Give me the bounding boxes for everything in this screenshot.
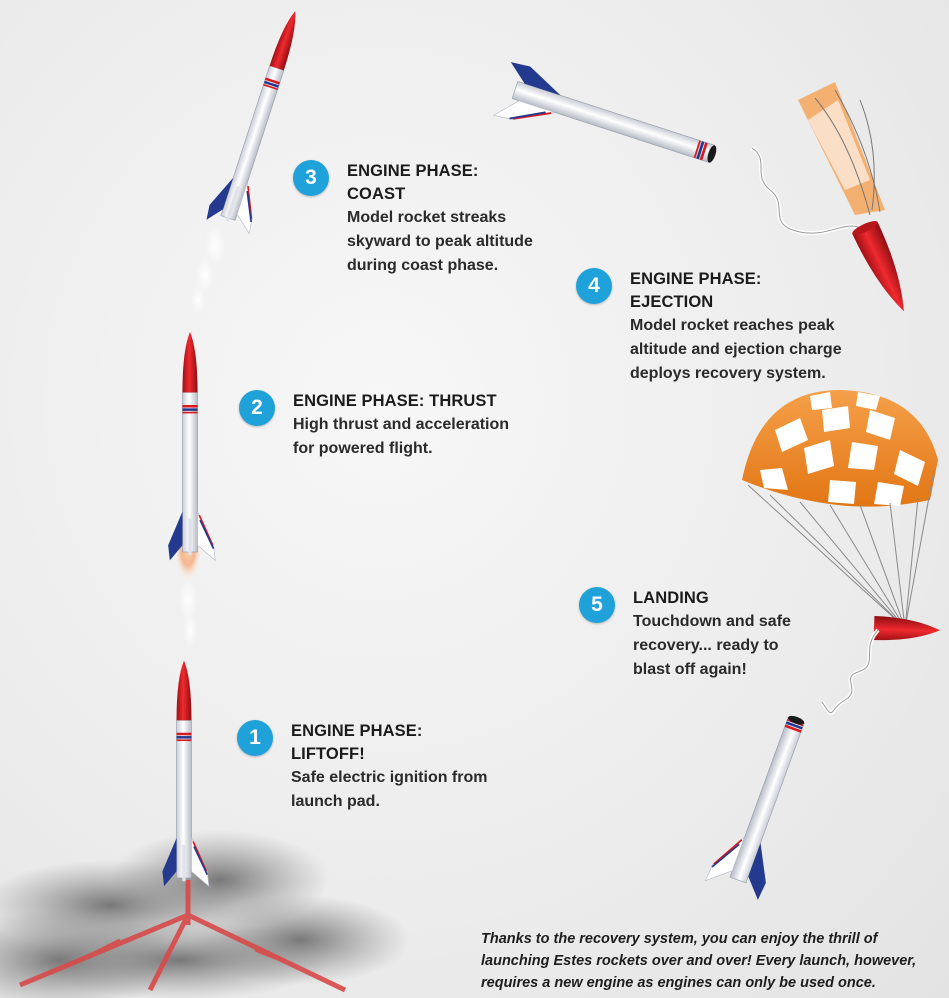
step-1-badge: 1 [237, 720, 273, 756]
step-1-line-1: Safe electric ignition from [291, 766, 487, 790]
shock-cord-landing [822, 630, 878, 713]
step-1-title: ENGINE PHASE: LIFTOFF! [291, 720, 487, 766]
footer-line-1: Thanks to the recovery system, you can e… [481, 928, 941, 950]
step-2-title: ENGINE PHASE: THRUST [293, 390, 509, 413]
step-1-description: Safe electric ignition from launch pad. [291, 766, 487, 814]
nose-cone-landing [874, 616, 941, 642]
footer-line-2: launching Estes rockets over and over! E… [481, 950, 941, 972]
step-2-line-1: High thrust and acceleration [293, 413, 509, 437]
rocket-coast [205, 5, 319, 234]
rocket-landing-body [705, 707, 823, 901]
step-4-line-1: Model rocket reaches peak [630, 314, 842, 338]
step-5-description: Touchdown and safe recovery... ready to … [633, 610, 791, 682]
step-4-title: ENGINE PHASE: EJECTION [630, 268, 842, 314]
parachute-canopy [742, 390, 938, 507]
step-4-description: Model rocket reaches peak altitude and e… [630, 314, 842, 386]
step-5-title: LANDING [633, 587, 791, 610]
step-5-line-2: recovery... ready to [633, 634, 791, 658]
step-5-line-3: blast off again! [633, 658, 791, 682]
nose-cone-ejection [851, 218, 917, 317]
step-1-line-2: launch pad. [291, 790, 487, 814]
packed-parachute [798, 82, 885, 215]
step-3-badge: 3 [293, 160, 329, 196]
footer-note: Thanks to the recovery system, you can e… [481, 928, 941, 994]
step-3-line-2: skyward to peak altitude [347, 230, 533, 254]
launch-smoke [0, 830, 410, 998]
step-3-line-1: Model rocket streaks [347, 206, 533, 230]
step-4-badge: 4 [576, 268, 612, 304]
step-2-line-2: for powered flight. [293, 437, 509, 461]
step-3-line-3: during coast phase. [347, 254, 533, 278]
step-4-line-3: deploys recovery system. [630, 362, 842, 386]
footer-line-3: requires a new engine as engines can onl… [481, 972, 941, 994]
step-3-description: Model rocket streaks skyward to peak alt… [347, 206, 533, 278]
step-5-line-1: Touchdown and safe [633, 610, 791, 634]
step-3-title: ENGINE PHASE: COAST [347, 160, 533, 206]
exhaust-trail [191, 225, 225, 314]
rocket-thrust [168, 332, 215, 560]
step-2-description: High thrust and acceleration for powered… [293, 413, 509, 461]
step-2-badge: 2 [239, 390, 275, 426]
step-4-line-2: altitude and ejection charge [630, 338, 842, 362]
step-5-badge: 5 [579, 587, 615, 623]
